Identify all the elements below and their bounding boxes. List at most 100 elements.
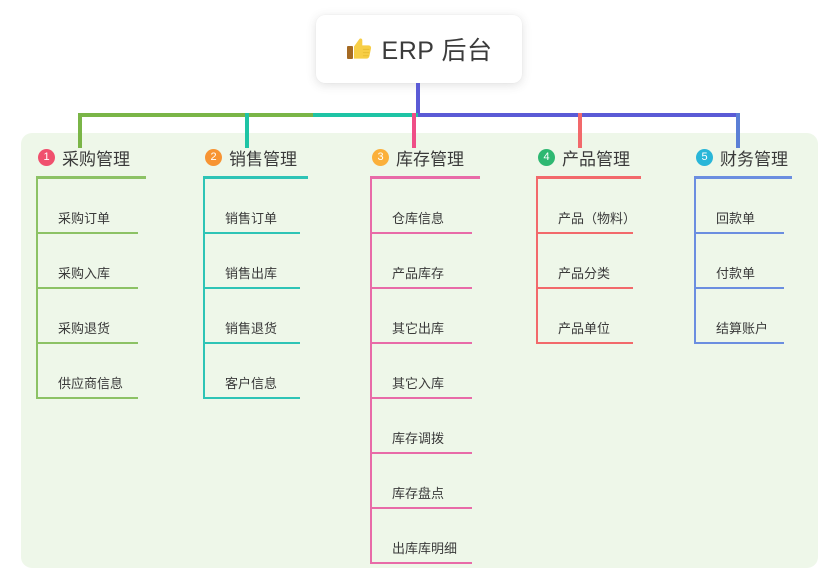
tree-item-rule <box>536 342 633 344</box>
tree-item[interactable]: 库存调拨 <box>370 399 520 454</box>
tree-item-rule <box>203 287 300 289</box>
tree-item-rule <box>370 342 472 344</box>
tree-item-rule <box>370 287 472 289</box>
tree-item-rule <box>36 287 138 289</box>
tree-item-label: 采购退货 <box>58 321 111 336</box>
column-items: 仓库信息产品库存其它出库其它入库库存调拨库存盘点出库库明细 <box>370 179 520 564</box>
column-spine <box>694 179 696 344</box>
tree-item-label: 销售退货 <box>225 321 278 336</box>
tree-item-label: 采购订单 <box>58 211 111 226</box>
diagram-panel <box>21 133 818 568</box>
column-title: 产品管理 <box>562 149 630 169</box>
tree-item-label: 库存盘点 <box>392 486 445 501</box>
tree-item-rule <box>536 232 633 234</box>
tree-item-label: 销售出库 <box>225 266 278 281</box>
tree-item-label: 其它入库 <box>392 376 445 391</box>
column-rule <box>694 176 792 179</box>
column-header[interactable]: 5 财务管理 <box>694 145 824 169</box>
tree-item[interactable]: 产品库存 <box>370 234 520 289</box>
bus-segment-green <box>78 113 313 117</box>
tree-item[interactable]: 库存盘点 <box>370 454 520 509</box>
tree-item-label: 产品（物料） <box>558 211 637 226</box>
column-产品管理: 4 产品管理产品（物料） 产品分类产品单位 <box>536 145 676 344</box>
tree-item[interactable]: 其它入库 <box>370 344 520 399</box>
trunk-connector <box>416 83 420 116</box>
drop-connector-5 <box>736 113 740 148</box>
column-title: 财务管理 <box>720 149 788 169</box>
column-title: 销售管理 <box>229 149 297 169</box>
tree-item-rule <box>370 452 472 454</box>
column-spine <box>203 179 205 399</box>
tree-item-label: 产品库存 <box>392 266 445 281</box>
column-财务管理: 5 财务管理回款单付款单结算账户 <box>694 145 824 344</box>
column-items: 销售订单销售出库销售退货客户信息 <box>203 179 343 399</box>
tree-item-rule <box>370 507 472 509</box>
column-number-badge: 2 <box>205 148 222 166</box>
bus-segment-teal <box>313 113 418 117</box>
tree-item[interactable]: 仓库信息 <box>370 179 520 234</box>
drop-connector-3 <box>412 113 416 148</box>
tree-item-label: 产品单位 <box>558 321 611 336</box>
column-spine <box>536 179 538 344</box>
column-rule <box>203 176 308 179</box>
tree-item-label: 仓库信息 <box>392 211 445 226</box>
column-number-badge: 1 <box>38 148 55 166</box>
tree-item-label: 产品分类 <box>558 266 611 281</box>
column-rule <box>370 176 480 179</box>
tree-item-label: 结算账户 <box>716 321 769 336</box>
tree-item[interactable]: 出库库明细 <box>370 509 520 564</box>
column-header[interactable]: 2 销售管理 <box>203 145 343 169</box>
tree-item-label: 供应商信息 <box>58 376 124 391</box>
drop-connector-4 <box>578 113 582 148</box>
tree-item[interactable]: 采购入库 <box>36 234 186 289</box>
tree-item[interactable]: 客户信息 <box>203 344 343 399</box>
tree-item[interactable]: 付款单 <box>694 234 824 289</box>
tree-item-rule <box>36 342 138 344</box>
tree-item[interactable]: 结算账户 <box>694 289 824 344</box>
tree-item-label: 回款单 <box>716 211 756 226</box>
page-title: ERP 后台 <box>381 37 493 65</box>
tree-item-label: 其它出库 <box>392 321 445 336</box>
tree-item-label: 库存调拨 <box>392 431 445 446</box>
tree-item-rule <box>36 232 138 234</box>
tree-item[interactable]: 销售订单 <box>203 179 343 234</box>
drop-connector-2 <box>245 113 249 148</box>
tree-item-label: 出库库明细 <box>392 541 458 556</box>
tree-item[interactable]: 产品（物料） <box>536 179 676 234</box>
tree-item[interactable]: 采购退货 <box>36 289 186 344</box>
tree-item-rule <box>36 397 138 399</box>
bus-connector <box>78 113 740 117</box>
column-spine <box>36 179 38 399</box>
column-header[interactable]: 4 产品管理 <box>536 145 676 169</box>
root-node-card[interactable]: ERP 后台 <box>316 15 522 83</box>
column-rule <box>536 176 641 179</box>
column-number-badge: 5 <box>696 148 713 166</box>
tree-item-rule <box>694 287 784 289</box>
thumbs-up-icon <box>346 36 373 62</box>
tree-item-label: 销售订单 <box>225 211 278 226</box>
tree-item-rule <box>694 342 784 344</box>
column-采购管理: 1 采购管理采购订单采购入库采购退货供应商信息 <box>36 145 186 399</box>
tree-item[interactable]: 销售退货 <box>203 289 343 344</box>
tree-item[interactable]: 其它出库 <box>370 289 520 344</box>
tree-item[interactable]: 产品分类 <box>536 234 676 289</box>
tree-item-rule <box>370 397 472 399</box>
tree-item[interactable]: 产品单位 <box>536 289 676 344</box>
tree-item[interactable]: 采购订单 <box>36 179 186 234</box>
tree-item-rule <box>370 232 472 234</box>
column-items: 回款单付款单结算账户 <box>694 179 824 344</box>
column-number-badge: 4 <box>538 148 555 166</box>
column-header[interactable]: 1 采购管理 <box>36 145 186 169</box>
column-title: 采购管理 <box>62 149 130 169</box>
column-销售管理: 2 销售管理销售订单销售出库销售退货客户信息 <box>203 145 343 399</box>
tree-item-rule <box>536 287 633 289</box>
column-items: 产品（物料） 产品分类产品单位 <box>536 179 676 344</box>
column-spine <box>370 179 372 564</box>
tree-item[interactable]: 销售出库 <box>203 234 343 289</box>
tree-item[interactable]: 回款单 <box>694 179 824 234</box>
tree-item[interactable]: 供应商信息 <box>36 344 186 399</box>
column-number-badge: 3 <box>372 148 389 166</box>
tree-item-label: 采购入库 <box>58 266 111 281</box>
